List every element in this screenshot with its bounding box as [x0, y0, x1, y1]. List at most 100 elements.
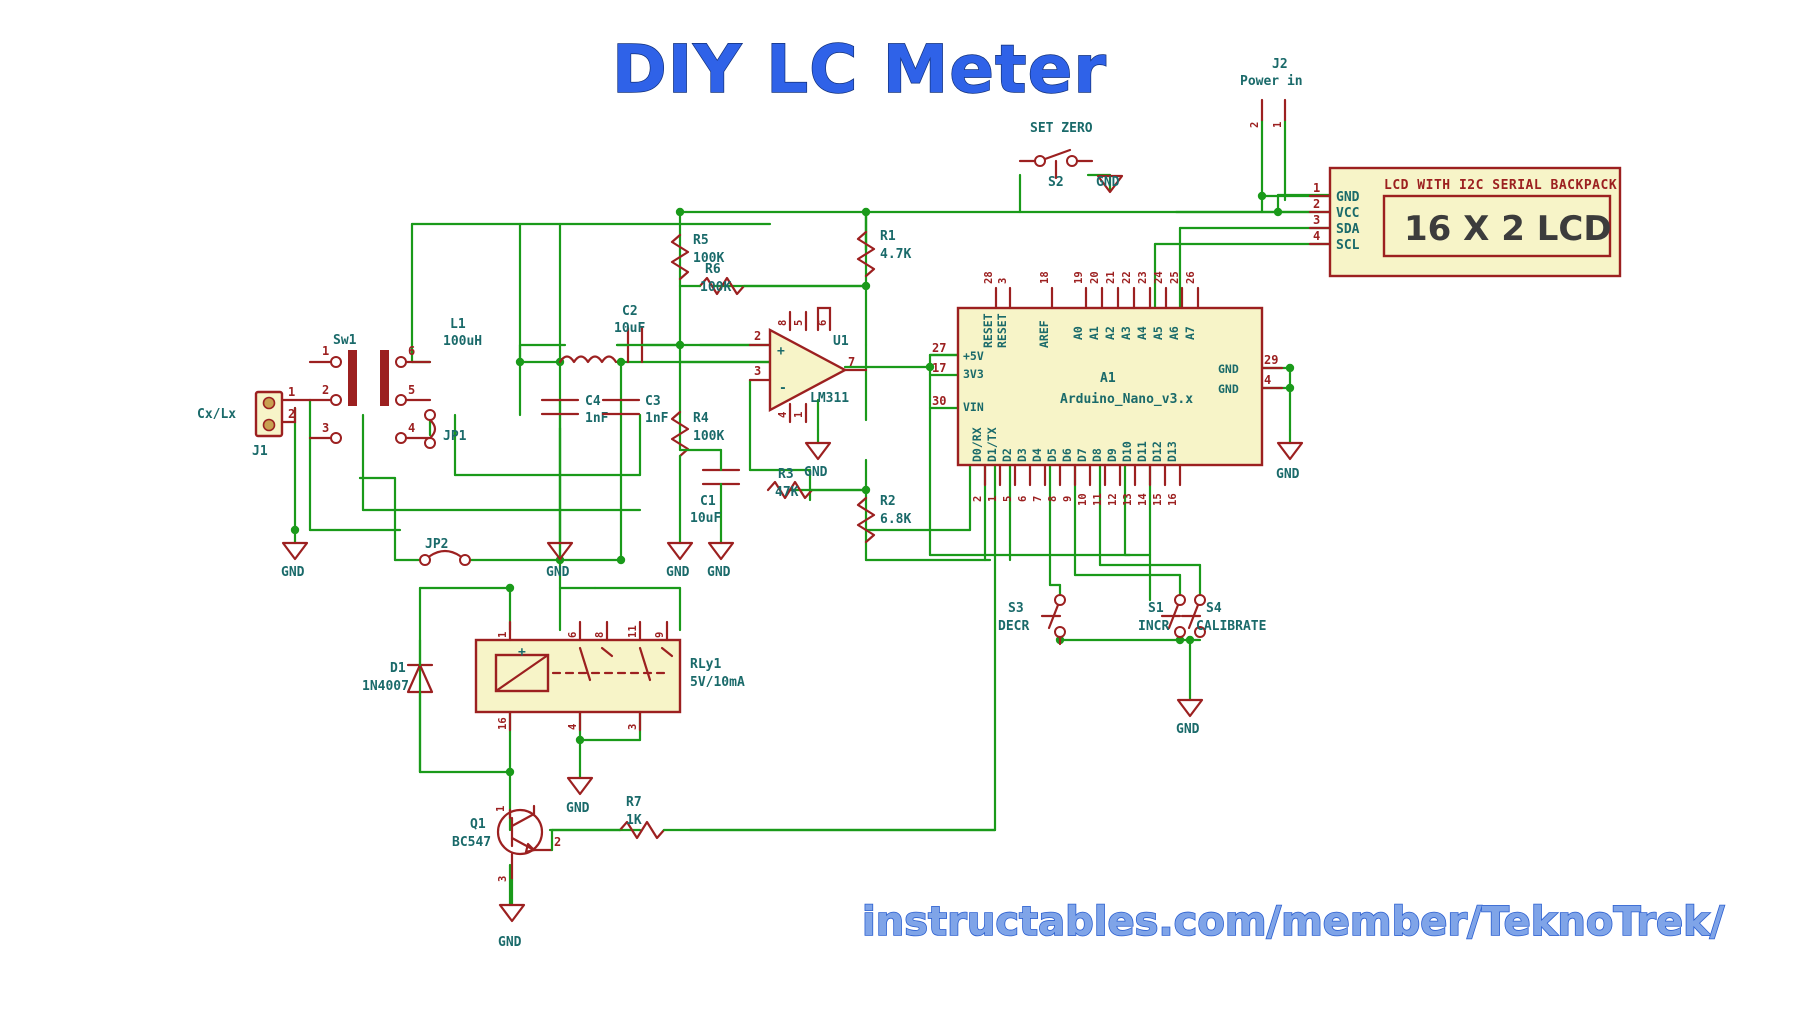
gnd-r4: GND — [666, 454, 694, 580]
gnd-relay: GND — [566, 768, 594, 816]
lcd-pinnum-1: 1 — [1313, 181, 1320, 195]
mcu-topnum-24: 24 — [1153, 271, 1165, 284]
c3-ref: C3 — [645, 394, 661, 409]
jp2-label: JP2 — [425, 537, 448, 552]
relay-pin-4: 4 — [567, 724, 579, 730]
resistor-r2: R2 6.8K — [856, 494, 911, 544]
r5-value: 100K — [693, 251, 724, 266]
mcu-bot-d2: D2 — [1000, 448, 1014, 462]
mcu-bot-d8: D8 — [1090, 448, 1104, 462]
u1-pin-5: 5 — [793, 320, 805, 326]
mcu-topnum-28: 28 — [983, 271, 995, 284]
mcu-top-a0: A0 — [1071, 326, 1085, 340]
mcu-right-gnd-4: GND — [1218, 382, 1239, 396]
j2-ref: J2 — [1272, 57, 1288, 72]
switch-s2-set-zero[interactable]: SET ZERO S2 GND — [1018, 121, 1124, 194]
j2-pin-1: 1 — [1272, 122, 1284, 128]
mcu-pinnum-17: 17 — [932, 361, 946, 375]
lcd-pinnum-2: 2 — [1313, 197, 1320, 211]
connector-j1[interactable]: Cx/Lx J1 1 2 — [197, 385, 312, 459]
mcu-arduino-nano: A1 Arduino_Nano_v3.x +5V 3V3 VIN 27 17 3… — [932, 271, 1284, 506]
mcu-top-aref: AREF — [1037, 320, 1051, 348]
gnd-c4: GND — [546, 426, 574, 580]
transistor-q1: Q1 BC547 1 2 3 — [452, 804, 561, 907]
gnd-nano-label: GND — [1276, 467, 1300, 482]
mcu-top-a5: A5 — [1151, 326, 1165, 340]
q1-pin-2: 2 — [554, 835, 561, 849]
lcd-pinnum-3: 3 — [1313, 213, 1320, 227]
connector-j2[interactable]: J2 Power in 2 1 — [1240, 57, 1303, 128]
gnd-c1-label: GND — [707, 565, 731, 580]
u1-pin-2: 2 — [754, 329, 761, 343]
gnd-u1-label: GND — [804, 465, 828, 480]
mcu-rightnum-29: 29 — [1264, 353, 1278, 367]
mcu-topnum-3: 3 — [997, 278, 1009, 284]
r3-ref: R3 — [778, 467, 794, 482]
lcd-title: LCD WITH I2C SERIAL BACKPACK — [1384, 178, 1617, 193]
c1-value: 10uF — [690, 511, 721, 526]
lcd-pin-scl: SCL — [1336, 238, 1360, 253]
mcu-bot-d11: D11 — [1135, 441, 1149, 462]
q1-ref: Q1 — [470, 817, 486, 832]
c2-value: 10uF — [614, 321, 645, 336]
lcd-pin-vcc: VCC — [1336, 206, 1359, 221]
mcu-botnum-13: 13 — [1122, 493, 1134, 506]
s4-function-label: CALIBRATE — [1196, 619, 1266, 634]
page-title: DIY LC Meter — [612, 31, 1107, 108]
c2-ref: C2 — [622, 304, 638, 319]
j1-pin-1: 1 — [288, 385, 295, 399]
s1-ref: S1 — [1148, 601, 1164, 616]
relay-pin-11: 11 — [627, 625, 639, 638]
junction-dots — [290, 191, 1295, 777]
mcu-botnum-6: 6 — [1017, 496, 1029, 502]
mcu-botnum-8: 8 — [1047, 496, 1059, 502]
gnd-j1-label: GND — [281, 565, 305, 580]
mcu-botnum-15: 15 — [1152, 493, 1164, 506]
d1-ref: D1 — [390, 661, 406, 676]
j2-label: Power in — [1240, 74, 1303, 89]
s2-function-label: SET ZERO — [1030, 121, 1093, 136]
mcu-botnum-11: 11 — [1092, 493, 1104, 506]
q1-pin-3: 3 — [497, 876, 509, 882]
sw1-pin-1: 1 — [322, 344, 329, 358]
gnd-q1: GND — [498, 903, 526, 950]
capacitor-c3: C3 1nF — [601, 394, 669, 426]
r4-ref: R4 — [693, 411, 709, 426]
relay-pin-16: 16 — [497, 717, 509, 730]
mcu-top-a7: A7 — [1183, 326, 1197, 340]
r2-value: 6.8K — [880, 512, 911, 527]
gnd-nano: GND — [1276, 428, 1304, 482]
r1-ref: R1 — [880, 229, 896, 244]
resistor-r1: R1 4.7K — [856, 229, 911, 278]
mcu-botnum-5: 5 — [1002, 496, 1014, 502]
mcu-botnum-7: 7 — [1032, 496, 1044, 502]
switch-sw1[interactable]: Sw1 1 6 2 5 3 4 — [308, 333, 432, 444]
l1-ref: L1 — [450, 317, 466, 332]
mcu-top-a1: A1 — [1087, 326, 1101, 340]
mcu-pin-3v3: 3V3 — [963, 367, 984, 381]
sw1-pin-4: 4 — [408, 421, 415, 435]
switch-s1-incr[interactable]: S1 INCR — [1138, 594, 1186, 638]
sw1-pin-6: 6 — [408, 344, 415, 358]
switch-s4-calibrate[interactable]: S4 CALIBRATE — [1180, 594, 1266, 638]
u1-minus-sign: - — [779, 381, 787, 396]
q1-value: BC547 — [452, 835, 491, 850]
gnd-s2-label: GND — [1096, 175, 1120, 190]
resistor-r5: R5 100K — [670, 233, 724, 281]
c4-ref: C4 — [585, 394, 601, 409]
mcu-topnum-26: 26 — [1185, 271, 1197, 284]
ground-symbols: GND GND GND GND GND GND — [281, 426, 1304, 950]
q1-pin-1: 1 — [495, 806, 507, 812]
mcu-topnum-25: 25 — [1169, 271, 1181, 284]
u1-pin-4: 4 — [777, 412, 789, 418]
mcu-botnum-10: 10 — [1077, 493, 1089, 506]
jumper-jp2[interactable]: JP2 — [419, 537, 471, 566]
jumper-jp1[interactable]: JP1 — [424, 409, 467, 449]
mcu-topnum-19: 19 — [1073, 271, 1085, 284]
s3-ref: S3 — [1008, 601, 1024, 616]
l1-value: 100uH — [443, 334, 482, 349]
mcu-topnum-18: 18 — [1039, 271, 1051, 284]
switch-s3-decr[interactable]: S3 DECR — [998, 594, 1066, 646]
u1-pin-7: 7 — [848, 355, 855, 369]
